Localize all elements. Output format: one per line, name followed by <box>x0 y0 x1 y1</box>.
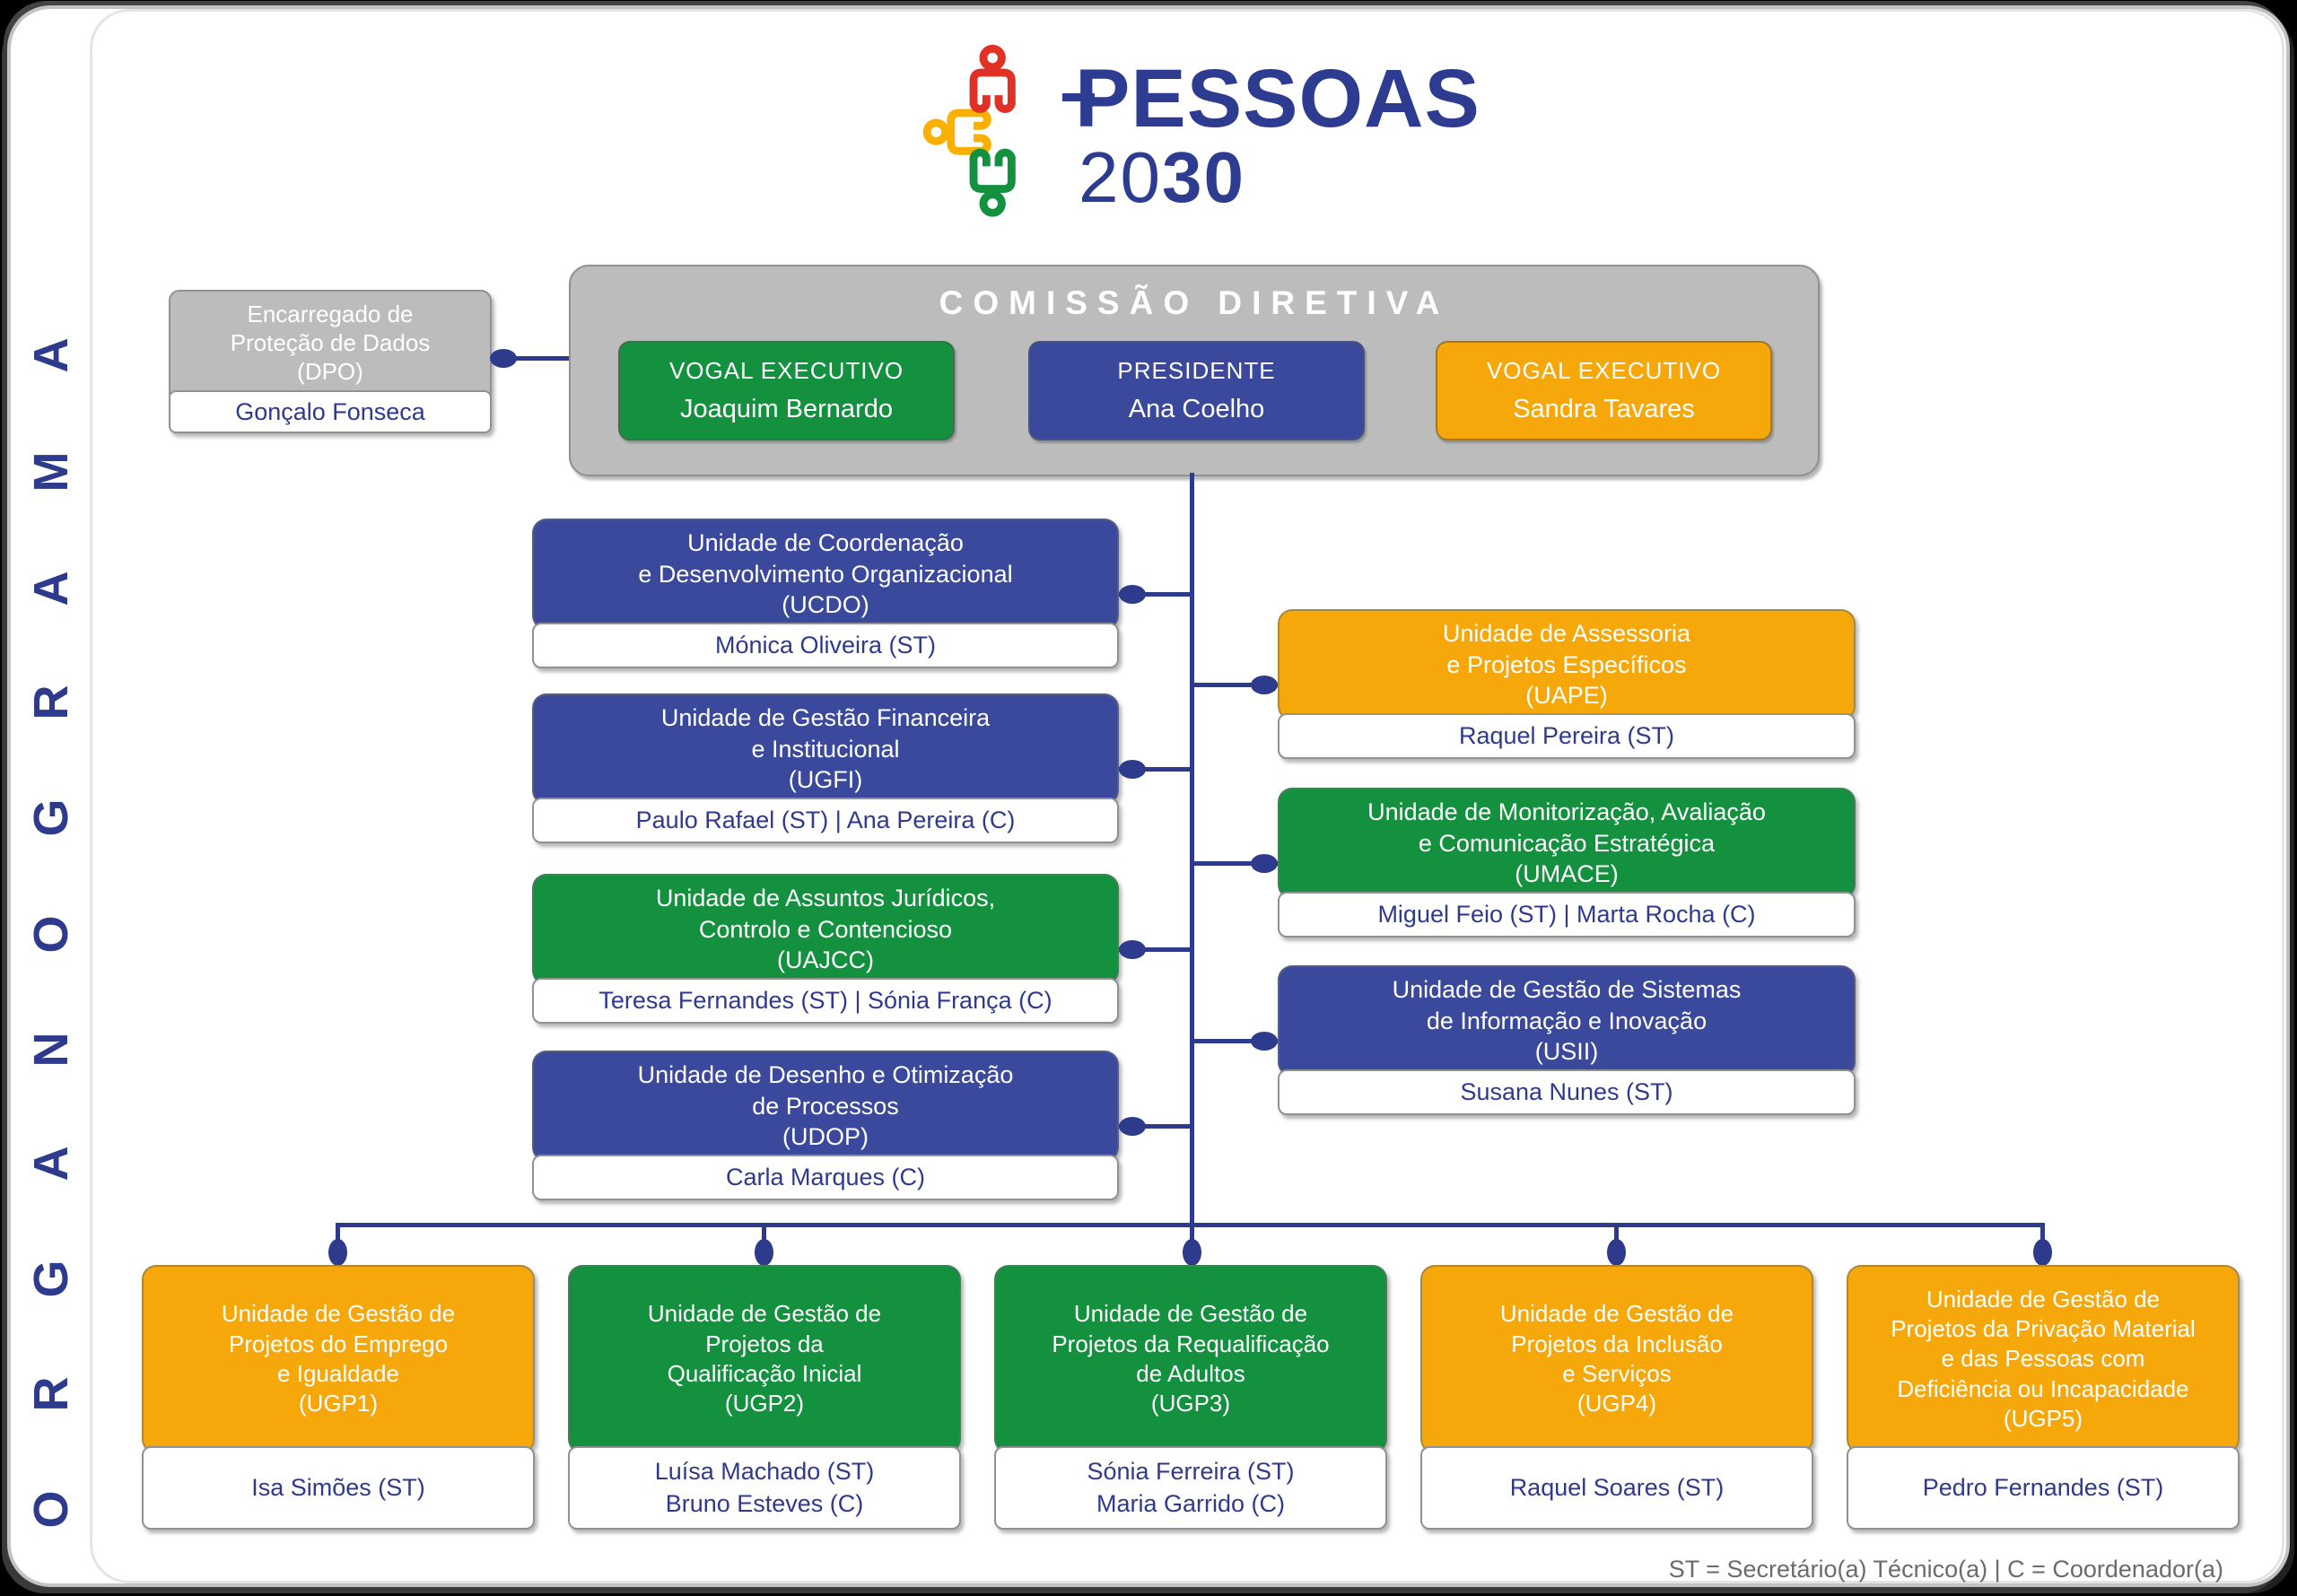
member-name: Joaquim Bernardo <box>680 395 893 423</box>
unit-card-uajcc: Unidade de Assuntos Jurídicos, Controlo … <box>532 874 1119 1024</box>
member-name: Sandra Tavares <box>1513 395 1695 423</box>
connector-dot-dpo <box>490 349 517 368</box>
unit-staff: Miguel Feio (ST) | Marta Rocha (C) <box>1278 892 1856 938</box>
connector-ucdo <box>1119 592 1193 597</box>
connector-drop-ugp4 <box>1614 1223 1619 1252</box>
dpo-name: Gonçalo Fonseca <box>169 390 492 433</box>
unit-staff: Raquel Pereira (ST) <box>1278 713 1856 759</box>
unit-card-uape: Unidade de Assessoria e Projetos Específ… <box>1278 609 1856 759</box>
connector-dpo <box>492 356 569 361</box>
unit-title: Unidade de Gestão de Projetos da Qualifi… <box>568 1265 961 1453</box>
unit-title: Unidade de Gestão de Projetos do Emprego… <box>142 1265 535 1453</box>
logo-year-30: 30 <box>1161 137 1245 217</box>
connector-usii <box>1194 1039 1278 1043</box>
connector-bottom-rail <box>338 1223 2043 1227</box>
unit-card-ugfi: Unidade de Gestão Financeira e Instituci… <box>532 693 1119 843</box>
connector-dot-uape <box>1251 676 1278 694</box>
unit-title: Unidade de Gestão Financeira e Instituci… <box>532 693 1119 805</box>
logo-wordmark: PESSOAS <box>1075 53 1480 144</box>
connector-drop-ugp2 <box>762 1223 766 1252</box>
unit-staff: Luísa Machado (ST) Bruno Esteves (C) <box>568 1446 961 1530</box>
unit-card-ugp5: Unidade de Gestão de Projetos da Privaçã… <box>1847 1265 2240 1530</box>
connector-udop <box>1119 1124 1193 1129</box>
logo-p-crossbar <box>1062 93 1095 101</box>
commission-title: COMISSÃO DIRETIVA <box>939 284 1450 321</box>
unit-card-usii: Unidade de Gestão de Sistemas de Informa… <box>1278 965 1856 1115</box>
member-role: PRESIDENTE <box>1117 357 1276 384</box>
dpo-title: Encarregado de Proteção de Dados (DPO) <box>169 290 492 397</box>
member-card-vogal-left: VOGAL EXECUTIVO Joaquim Bernardo <box>618 341 955 440</box>
member-card-vogal-right: VOGAL EXECUTIVO Sandra Tavares <box>1436 341 1772 440</box>
inner-card <box>90 9 2284 1583</box>
logo-year: 2030 <box>1079 142 1245 214</box>
connector-umace <box>1194 861 1278 866</box>
pessoas-2030-logo-icon <box>908 41 1062 225</box>
connector-dot-ugp2 <box>755 1239 773 1266</box>
connector-drop-ugp5 <box>2040 1223 2045 1252</box>
connector-drop-ugp1 <box>336 1223 340 1252</box>
unit-staff: Paulo Rafael (ST) | Ana Pereira (C) <box>532 798 1119 843</box>
member-role: VOGAL EXECUTIVO <box>668 357 904 384</box>
connector-dot-uajcc <box>1119 940 1146 959</box>
unit-staff: Isa Simões (ST) <box>142 1446 535 1530</box>
member-role: VOGAL EXECUTIVO <box>1486 357 1722 384</box>
connector-dot-ugp5 <box>2033 1239 2052 1266</box>
connector-spine <box>1190 473 1194 1252</box>
connector-dot-ugp1 <box>328 1239 347 1266</box>
unit-card-ugp4: Unidade de Gestão de Projetos da Inclusã… <box>1420 1265 1813 1530</box>
unit-staff: Mónica Oliveira (ST) <box>532 623 1119 668</box>
side-label-organograma: ORGANOGRAMA <box>24 258 78 1529</box>
unit-card-ugp1: Unidade de Gestão de Projetos do Emprego… <box>142 1265 535 1530</box>
unit-card-ugp3: Unidade de Gestão de Projetos da Requali… <box>994 1265 1387 1530</box>
unit-card-dpo: Encarregado de Proteção de Dados (DPO) G… <box>169 290 492 433</box>
unit-staff: Susana Nunes (ST) <box>1278 1069 1856 1115</box>
commission-box: COMISSÃO DIRETIVA VOGAL EXECUTIVO Joaqui… <box>569 265 1820 476</box>
unit-title: Unidade de Monitorização, Avaliação e Co… <box>1278 788 1856 899</box>
unit-title: Unidade de Gestão de Sistemas de Informa… <box>1278 965 1856 1077</box>
connector-dot-umace <box>1251 854 1278 873</box>
connector-dot-usii <box>1251 1032 1278 1051</box>
unit-card-umace: Unidade de Monitorização, Avaliação e Co… <box>1278 788 1856 938</box>
person-figure-green <box>974 153 1011 213</box>
unit-title: Unidade de Gestão de Projetos da Requali… <box>994 1265 1387 1453</box>
unit-card-udop: Unidade de Desenho e Otimização de Proce… <box>532 1051 1119 1200</box>
connector-dot-udop <box>1119 1117 1146 1136</box>
person-figure-red <box>974 48 1011 109</box>
unit-staff: Carla Marques (C) <box>532 1155 1119 1200</box>
unit-card-ugp2: Unidade de Gestão de Projetos da Qualifi… <box>568 1265 961 1530</box>
connector-uape <box>1194 683 1278 687</box>
logo-year-20: 20 <box>1079 137 1162 217</box>
unit-staff: Sónia Ferreira (ST) Maria Garrido (C) <box>994 1446 1387 1530</box>
member-name: Ana Coelho <box>1128 395 1265 423</box>
unit-title: Unidade de Gestão de Projetos da Inclusã… <box>1420 1265 1813 1453</box>
unit-title: Unidade de Assessoria e Projetos Específ… <box>1278 609 1856 720</box>
connector-ugfi <box>1119 767 1193 772</box>
connector-dot-ugp4 <box>1607 1239 1626 1266</box>
unit-title: Unidade de Coordenação e Desenvolvimento… <box>532 519 1119 630</box>
member-card-president: PRESIDENTE Ana Coelho <box>1028 341 1365 440</box>
unit-title: Unidade de Gestão de Projetos da Privaçã… <box>1847 1265 2240 1453</box>
unit-card-ucdo: Unidade de Coordenação e Desenvolvimento… <box>532 519 1119 668</box>
connector-uajcc <box>1119 947 1193 952</box>
person-figure-yellow <box>927 113 987 151</box>
unit-staff: Raquel Soares (ST) <box>1420 1446 1813 1530</box>
connector-dot-ucdo <box>1119 585 1146 604</box>
connector-dot-ugp3 <box>1183 1239 1201 1266</box>
unit-title: Unidade de Desenho e Otimização de Proce… <box>532 1051 1119 1162</box>
connector-dot-ugfi <box>1119 760 1146 779</box>
unit-staff: Teresa Fernandes (ST) | Sónia França (C) <box>532 978 1119 1024</box>
legend-footnote: ST = Secretário(a) Técnico(a) | C = Coor… <box>1668 1556 2223 1583</box>
unit-staff: Pedro Fernandes (ST) <box>1847 1446 2240 1530</box>
unit-title: Unidade de Assuntos Jurídicos, Controlo … <box>532 874 1119 985</box>
